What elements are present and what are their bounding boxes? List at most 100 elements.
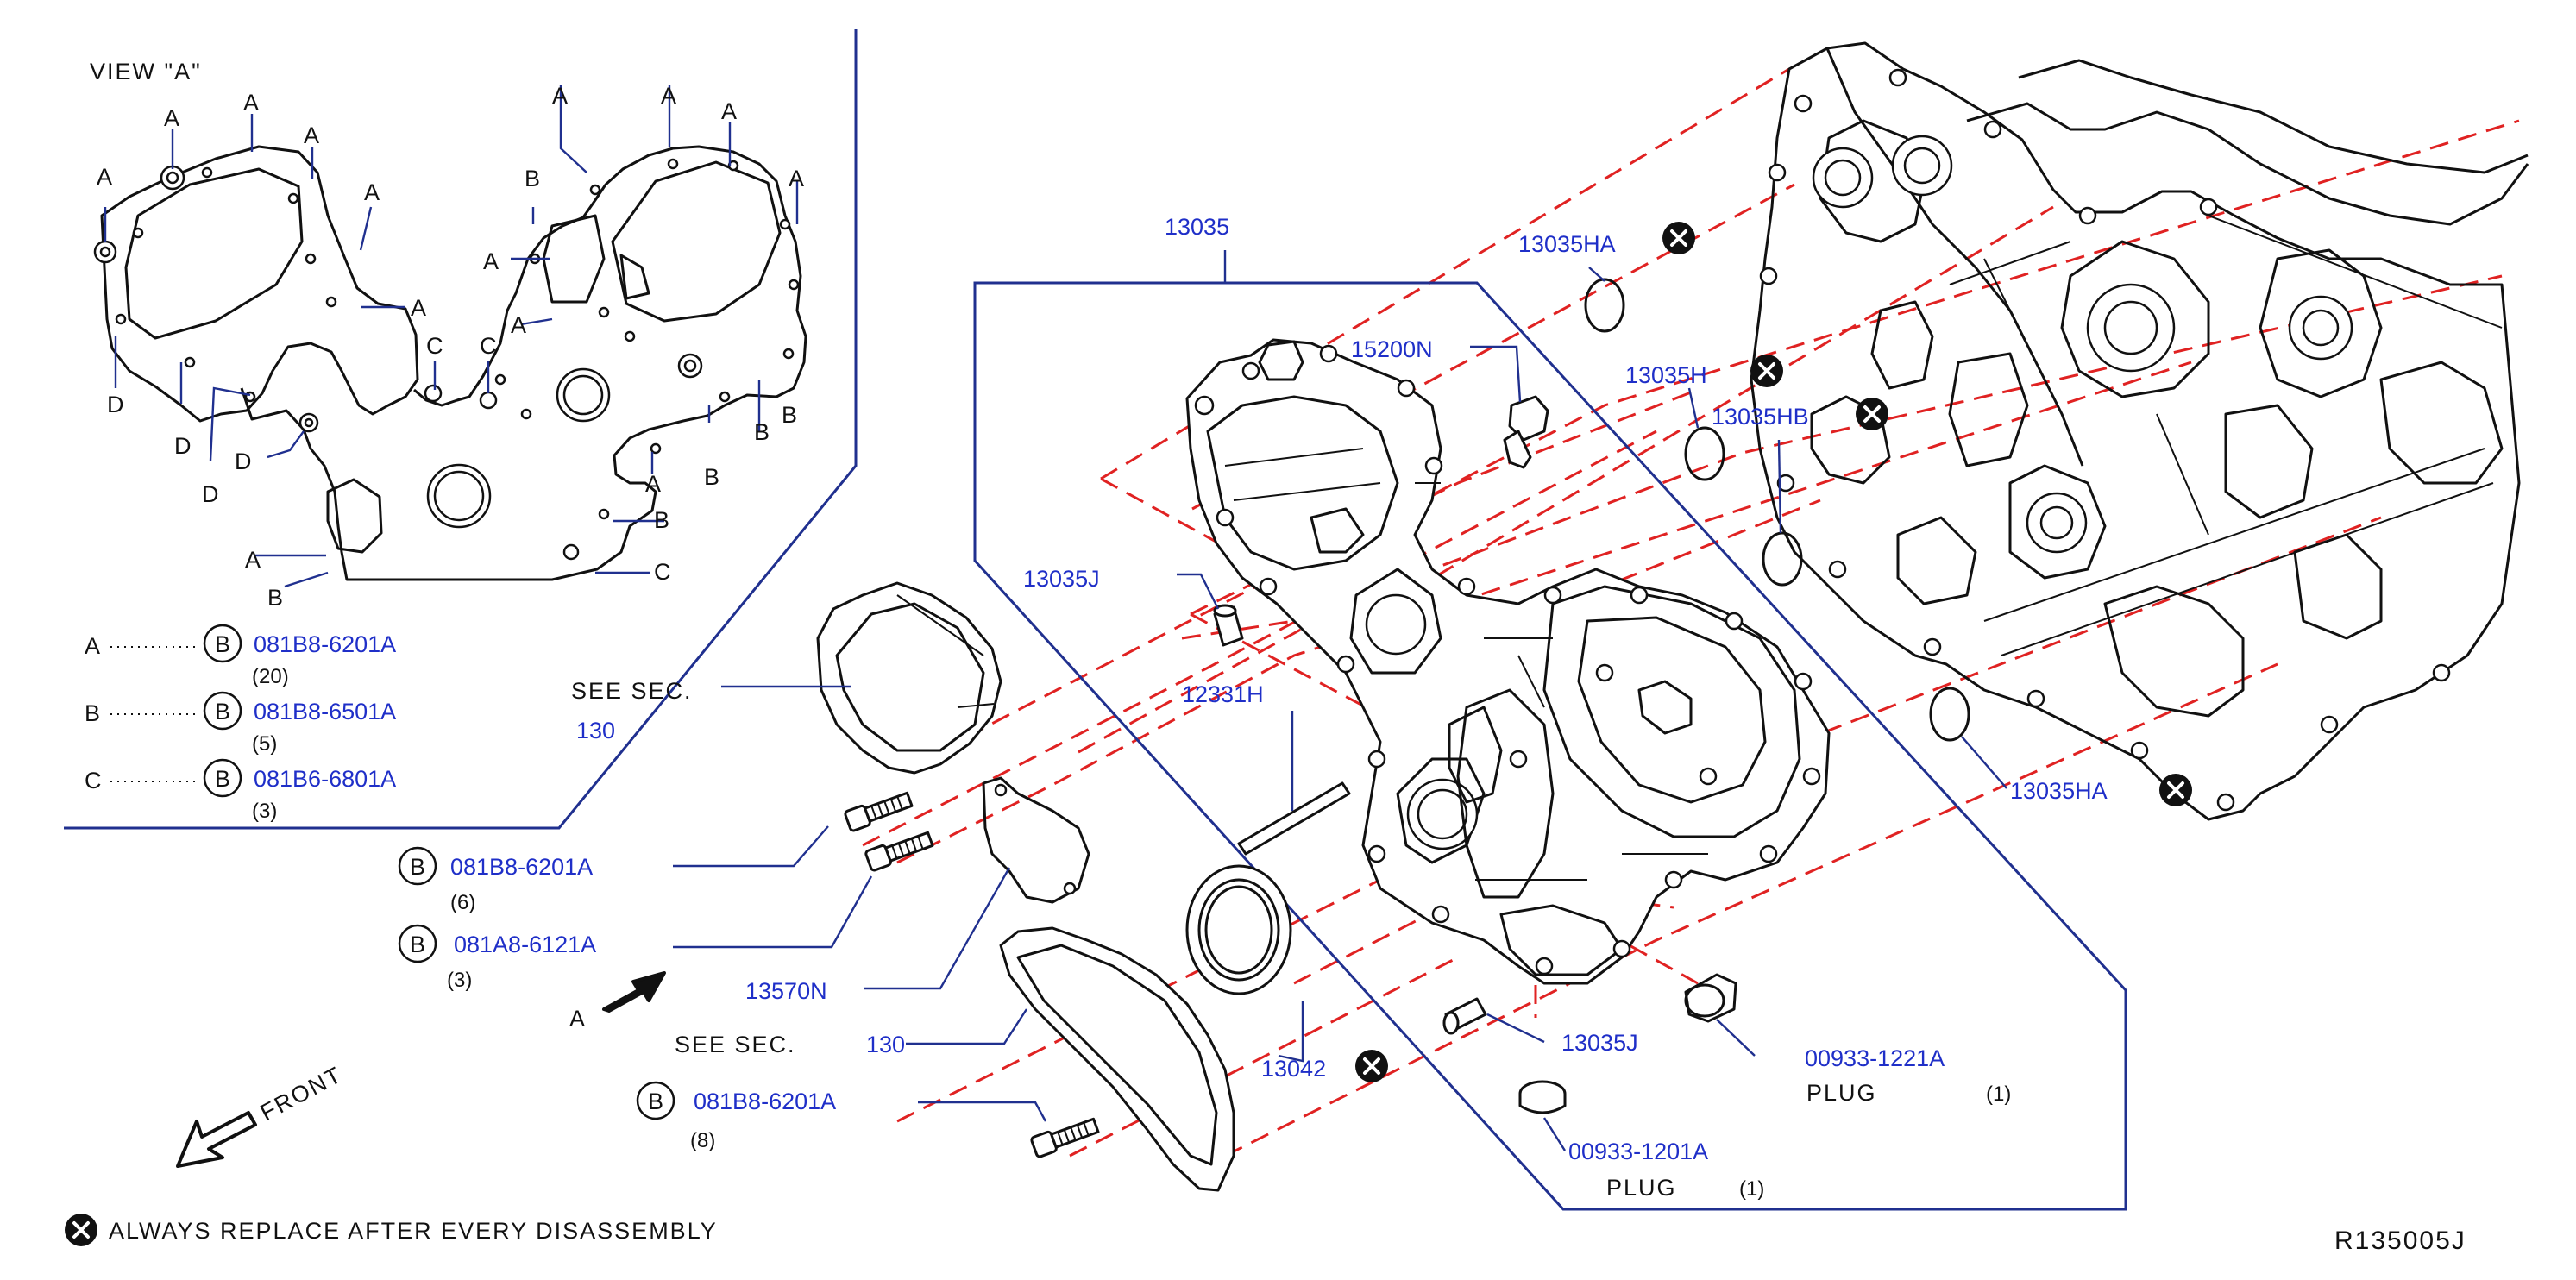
bolt-icon xyxy=(864,828,935,873)
view-letter: B xyxy=(654,507,669,533)
replace-marker-icon xyxy=(1354,1048,1390,1084)
o-ring-13035HA-right xyxy=(1929,687,1970,742)
legend-symbol: B xyxy=(215,631,230,657)
part-label-13035J-bottom: 13035J xyxy=(1561,1030,1638,1056)
rod-12331H xyxy=(1237,781,1351,856)
oil-seal-13042 xyxy=(1185,864,1292,995)
plug-00933-1221A xyxy=(1684,973,1737,1023)
front-label: FRONT xyxy=(256,1061,347,1126)
view-letter: A xyxy=(245,547,261,573)
replace-marker-icon xyxy=(1749,353,1785,389)
part-15200N xyxy=(1503,395,1549,469)
plug-qty-lower: (1) xyxy=(1739,1177,1764,1201)
legend-letter: B xyxy=(85,700,100,726)
replace-marker-icon xyxy=(1854,396,1890,432)
view-letter: A xyxy=(364,179,380,205)
legend-letter: C xyxy=(85,768,102,794)
view-letter: A xyxy=(645,471,661,497)
view-letter: A xyxy=(552,83,568,109)
bolt-callout-1: B 081B8-6201A (6) xyxy=(398,846,593,914)
legend-part-number: 081B6-6801A xyxy=(254,766,396,792)
view-a-arrow: A xyxy=(569,971,666,1032)
legend-note: ALWAYS REPLACE AFTER EVERY DISASSEMBLY xyxy=(109,1218,718,1244)
part-label-12331H: 12331H xyxy=(1182,681,1264,707)
view-letter: A xyxy=(721,98,737,124)
legend-symbol: B xyxy=(215,699,230,725)
reference-code: R135005J xyxy=(2334,1227,2466,1255)
view-a-letters: A A A A A A D D D D A B A A A A A C C B … xyxy=(97,83,804,611)
dowel-13035J-left xyxy=(1213,604,1244,647)
part-label-13035: 13035 xyxy=(1165,214,1229,240)
view-letter: C xyxy=(426,333,443,359)
view-a-title: VIEW "A" xyxy=(90,59,202,85)
part-label-13035HA-right: 13035HA xyxy=(2010,778,2108,804)
bolt-qty: (6) xyxy=(450,891,475,914)
legend-qty: (5) xyxy=(252,732,277,756)
legend-qty: (20) xyxy=(252,665,289,688)
o-ring-13035HA-top xyxy=(1584,278,1625,333)
replace-marker-icon xyxy=(2158,772,2194,808)
part-label-13570N: 13570N xyxy=(745,978,827,1004)
part-label-13035H: 13035H xyxy=(1625,362,1707,388)
front-timing-cover xyxy=(1185,338,1831,985)
legend-letter: A xyxy=(85,633,100,659)
plug-label-upper: PLUG xyxy=(1806,1080,1877,1106)
bolt-callout-3: B 081B8-6201A (8) xyxy=(636,1081,836,1152)
bolt-callout-2: B 081A8-6121A (3) xyxy=(398,924,596,992)
view-letter: D xyxy=(107,392,124,417)
replace-marker-icon xyxy=(1661,220,1697,256)
view-letter: A xyxy=(243,90,259,116)
view-letter: A xyxy=(304,122,319,148)
view-letter: A xyxy=(483,248,499,274)
legend-part-number: 081B8-6201A xyxy=(254,631,396,657)
view-letter: A xyxy=(661,83,676,109)
see-sec-lower: SEE SEC. xyxy=(675,1032,796,1057)
see-sec-upper: SEE SEC. xyxy=(571,678,693,704)
o-ring-13035H xyxy=(1684,426,1725,481)
view-letter: D xyxy=(235,449,252,474)
view-letter: B xyxy=(267,585,283,611)
part-label-13035J-left: 13035J xyxy=(1023,566,1100,592)
view-letter: A xyxy=(97,164,112,190)
view-letter: C xyxy=(480,333,497,359)
bolt-part-number: 081B8-6201A xyxy=(450,854,593,880)
view-letter: A xyxy=(789,166,804,191)
part-label-00933-1221A: 00933-1221A xyxy=(1805,1045,1945,1071)
part-label-00933-1201A: 00933-1201A xyxy=(1568,1139,1708,1164)
view-letter: B xyxy=(782,402,797,428)
view-arrow-icon xyxy=(602,971,666,1013)
plug-qty-upper: (1) xyxy=(1986,1082,2011,1106)
view-a-arrow-label: A xyxy=(569,1006,585,1032)
legend-symbol: B xyxy=(215,766,230,792)
view-a-panel: VIEW "A" xyxy=(64,29,858,830)
see-sec-lower-number: 130 xyxy=(866,1032,905,1057)
engine-block xyxy=(1750,41,2529,821)
view-letter: B xyxy=(525,166,540,191)
part-label-13042: 13042 xyxy=(1261,1056,1326,1082)
plug-label-lower: PLUG xyxy=(1606,1175,1677,1201)
front-indicator: FRONT xyxy=(176,1061,347,1168)
legend-qty: (3) xyxy=(252,800,277,823)
lower-small-cover xyxy=(999,926,1235,1192)
plug-00933-1201A xyxy=(1518,1080,1567,1114)
bolt-qty: (3) xyxy=(447,969,472,992)
front-arrow-icon xyxy=(176,1111,257,1168)
view-letter: B xyxy=(704,464,719,490)
part-label-13035HB: 13035HB xyxy=(1712,404,1809,430)
part-label-13035HA-top: 13035HA xyxy=(1518,231,1616,257)
part-label-15200N: 15200N xyxy=(1351,336,1433,362)
callout-lines xyxy=(673,250,2007,1151)
bolt-legend: A B 081B8-6201A (20) B B 081B8-6501A (5)… xyxy=(85,624,396,823)
view-letter: A xyxy=(164,105,179,131)
replace-marker-icon xyxy=(63,1212,99,1248)
bolt-symbol: B xyxy=(410,854,425,880)
view-letter: D xyxy=(202,481,219,507)
view-letter: D xyxy=(174,433,192,459)
view-letter: C xyxy=(654,559,671,585)
bolt-part-number: 081A8-6121A xyxy=(454,932,596,957)
legend-part-number: 081B8-6501A xyxy=(254,699,396,725)
view-letter: A xyxy=(511,312,526,338)
bolt-symbol: B xyxy=(648,1089,663,1114)
see-sec-upper-number: 130 xyxy=(576,718,615,744)
